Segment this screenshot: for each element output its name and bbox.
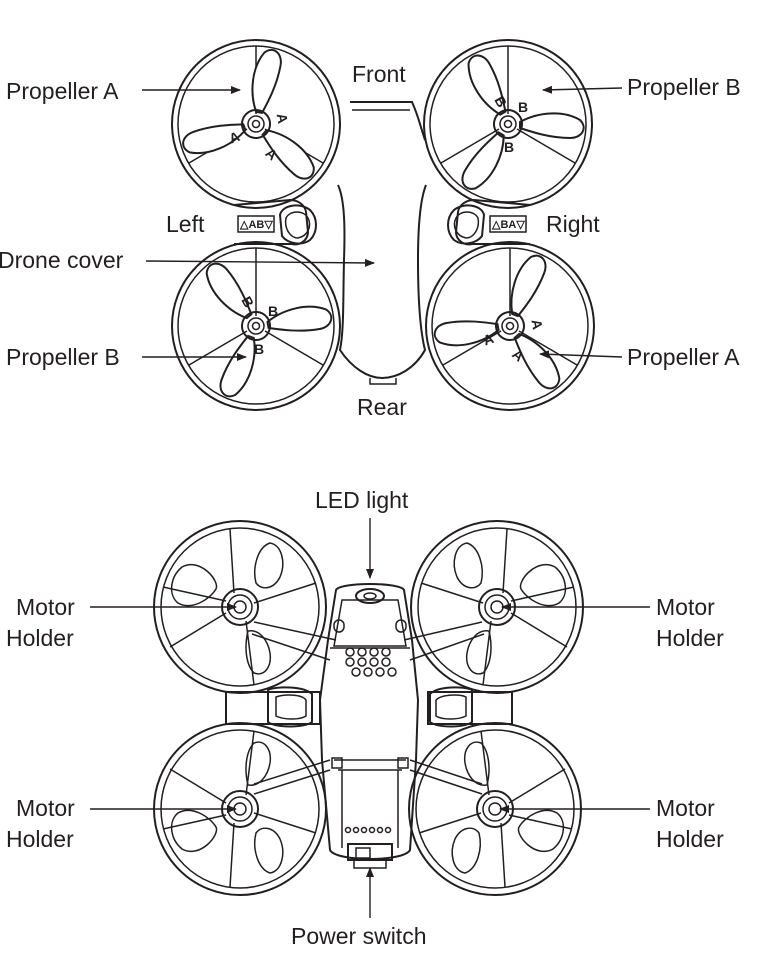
right-arm-marking: △BA▽ <box>491 219 525 231</box>
leader-line <box>145 258 375 267</box>
motor-holder-label-bottom-right-line1: Motor <box>656 795 715 821</box>
motor-holder-label-top-right-line1: Motor <box>656 594 715 620</box>
motor-holder-label-bottom-left-line1: Motor <box>16 795 75 821</box>
leader-line <box>539 350 623 359</box>
rear-label: Rear <box>357 394 407 420</box>
propeller-rear-right: A A A <box>423 229 604 411</box>
propeller-front-left: A A A <box>171 35 341 209</box>
right-bracket <box>427 686 513 728</box>
left-label: Left <box>166 211 205 237</box>
propeller-front-right: B B B <box>406 22 596 209</box>
right-label: Right <box>546 211 600 237</box>
motor-holder-label-top-right-line2: Holder <box>656 625 724 651</box>
blade-letter-b: B <box>268 303 278 319</box>
blade-letter-b: B <box>504 139 514 155</box>
power-switch-label: Power switch <box>291 923 426 949</box>
led-light-label: LED light <box>315 487 409 513</box>
propeller-rear-right-label: Propeller A <box>627 344 740 370</box>
right-arm <box>447 198 531 246</box>
blade-letter-b: B <box>518 99 528 115</box>
motor-holder-label-bottom-right-line2: Holder <box>656 826 724 852</box>
rear-vents <box>344 826 392 834</box>
propeller-front-left-label: Propeller A <box>6 78 119 104</box>
left-arm-marking: △AB▽ <box>239 219 273 231</box>
bottom-view: LED light Power switch Motor Holder Moto… <box>6 487 724 949</box>
blade-letter-a: A <box>274 112 292 125</box>
propeller-front-right-label: Propeller B <box>627 74 741 100</box>
vent-grid <box>345 647 397 677</box>
top-view: △AB▽ △BA▽ A A A B B B B B B <box>0 22 741 420</box>
blade-letter-b: B <box>254 341 264 357</box>
drone-body <box>318 583 420 869</box>
front-label: Front <box>352 61 406 87</box>
motor-holder-label-bottom-left-line2: Holder <box>6 826 74 852</box>
propeller-rear-left-label: Propeller B <box>6 344 120 370</box>
leader-line <box>542 85 623 94</box>
drone-cover-label: Drone cover <box>0 247 124 273</box>
blade-letter-a: A <box>528 318 546 331</box>
motor-holder-label-top-left-line1: Motor <box>16 594 75 620</box>
drone-cover-outline <box>337 101 427 380</box>
left-arm <box>233 198 317 246</box>
propeller-rear-left: B B B <box>150 221 344 412</box>
power-switch <box>347 843 393 869</box>
motor-holder-label-top-left-line2: Holder <box>6 625 74 651</box>
led-light <box>355 588 385 604</box>
